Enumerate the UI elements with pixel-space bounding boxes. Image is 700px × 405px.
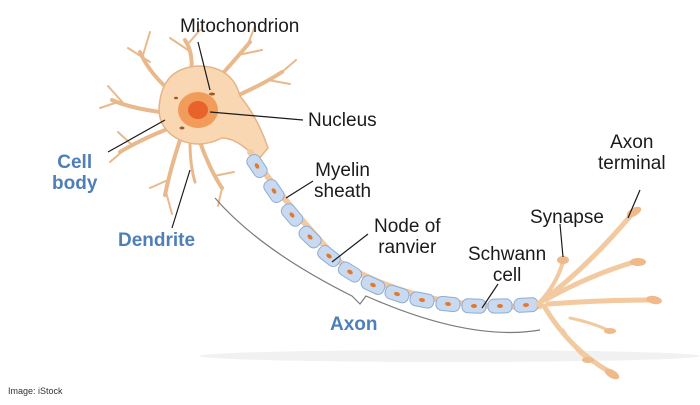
terminal-knobs <box>557 206 662 380</box>
label-schwann-line1: Schwann <box>468 244 547 265</box>
label-axon-terminal-line2: terminal <box>598 153 666 175</box>
label-cell-body-line2: body <box>52 173 98 195</box>
axon-brace <box>214 197 541 334</box>
organelle <box>179 126 185 130</box>
label-nucleus: Nucleus <box>308 110 377 131</box>
mitochondrion-shape <box>209 92 215 96</box>
label-dendrite: Dendrite <box>118 230 196 251</box>
label-node-of-ranvier: Node of ranvier <box>374 216 441 259</box>
dendrites <box>99 25 297 215</box>
label-cell-body-line1: Cell <box>57 152 93 173</box>
label-node-line2: ranvier <box>378 237 437 259</box>
label-node-line1: Node of <box>374 216 441 237</box>
image-credit: Image: iStock <box>8 386 63 396</box>
myelin-segments <box>246 153 539 314</box>
label-myelin-sheath: Myelin sheath <box>314 160 371 203</box>
leader-lines <box>107 41 641 309</box>
label-schwann-line2: cell <box>492 265 522 287</box>
label-cell-body: Cell body <box>52 152 97 195</box>
nucleus-shape <box>178 92 218 128</box>
label-mitochondrion: Mitochondrion <box>180 16 300 37</box>
organelle <box>174 96 178 100</box>
floor-shadow <box>200 350 700 362</box>
label-myelin-line1: Myelin <box>315 160 370 181</box>
label-axon: Axon <box>330 314 378 335</box>
label-axon-terminal: Axon terminal <box>598 132 666 175</box>
label-axon-terminal-line1: Axon <box>610 132 654 153</box>
axon-terminals <box>535 211 653 375</box>
label-schwann-cell: Schwann cell <box>468 244 546 287</box>
label-myelin-line2: sheath <box>314 181 372 203</box>
label-synapse: Synapse <box>530 207 604 228</box>
